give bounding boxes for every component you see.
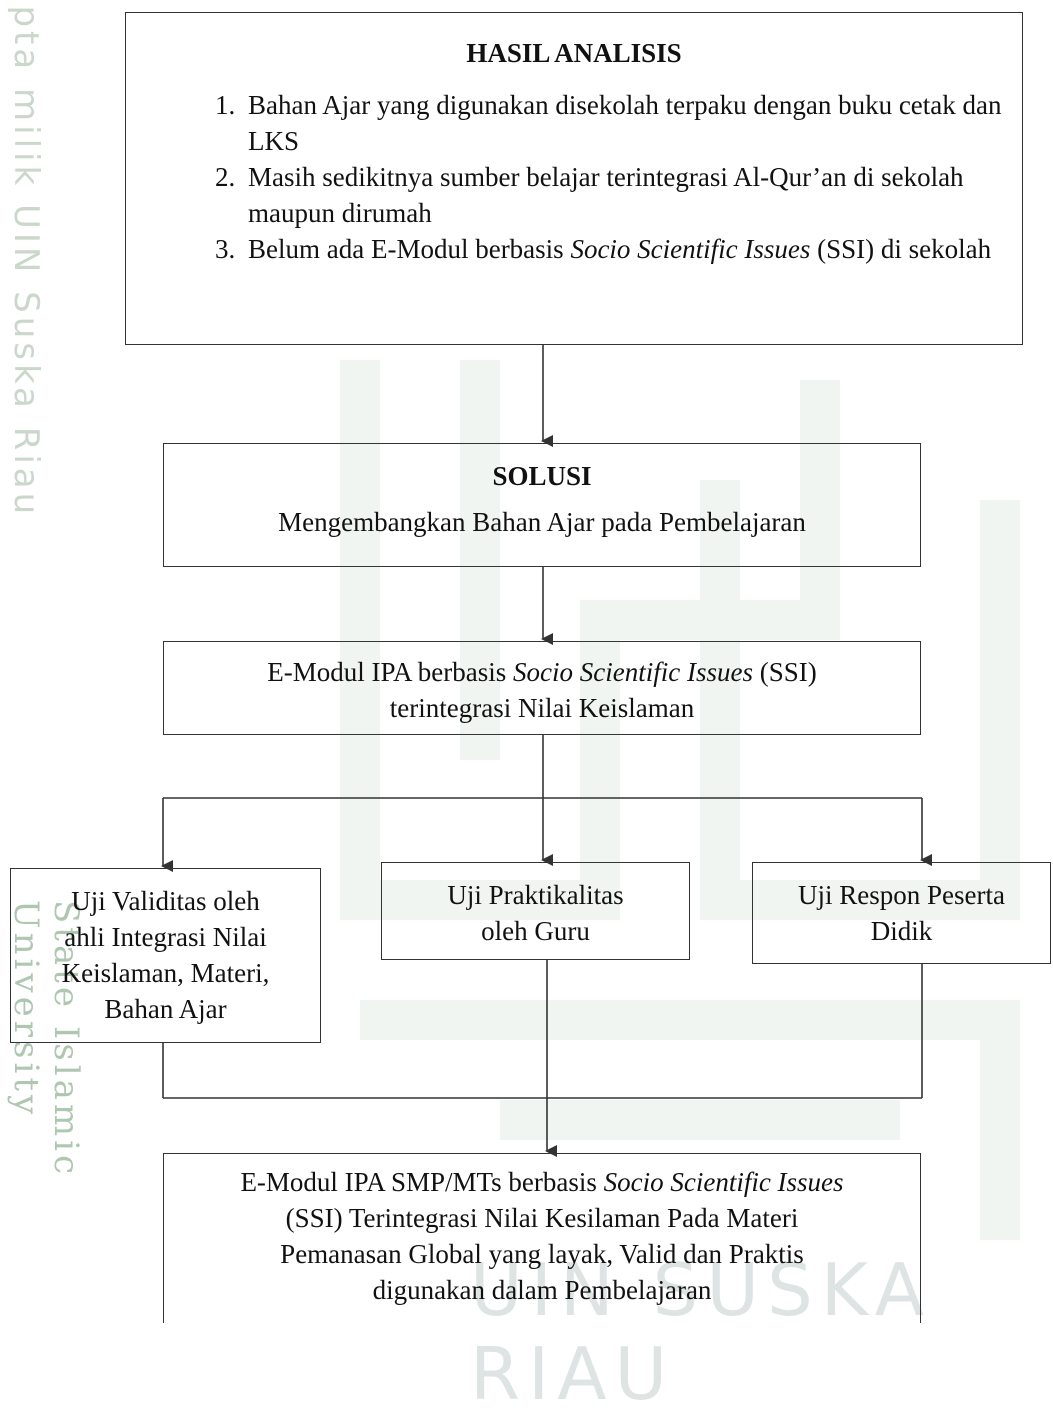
final-line-4: digunakan dalam Pembelajaran bbox=[372, 1275, 712, 1305]
solusi-text: Mengembangkan Bahan Ajar pada Pembelajar… bbox=[278, 507, 806, 537]
watermark-logo bbox=[340, 360, 1020, 1240]
emodul-line-2: terintegrasi Nilai Keislaman bbox=[389, 693, 695, 723]
solusi-title: SOLUSI bbox=[492, 461, 592, 491]
hasil-analisis-list: Bahan Ajar yang digunakan disekolah terp… bbox=[126, 87, 1022, 267]
emodul-line-1: E-Modul IPA berbasis Socio Scientific Is… bbox=[267, 657, 817, 687]
uji-praktikalitas-box: Uji Praktikalitas oleh Guru bbox=[381, 862, 690, 960]
side-watermark-top: ipta milik UIN Suska Riau bbox=[6, 0, 46, 519]
solusi-box: SOLUSI Mengembangkan Bahan Ajar pada Pem… bbox=[163, 443, 921, 567]
final-line-3: Pemanasan Global yang layak, Valid dan P… bbox=[280, 1239, 804, 1269]
side-watermark-bottom: State Islamic University bbox=[6, 900, 86, 1178]
uji-respon-box: Uji Respon Peserta Didik bbox=[752, 862, 1051, 964]
final-line-1: E-Modul IPA SMP/MTs berbasis Socio Scien… bbox=[240, 1167, 844, 1197]
uji-validitas-box: Uji Validitas oleh ahli Integrasi Nilai … bbox=[10, 868, 321, 1043]
hasil-analisis-item-3: Belum ada E-Modul berbasis Socio Scienti… bbox=[242, 231, 1022, 267]
hasil-analisis-item-2: Masih sedikitnya sumber belajar terinteg… bbox=[242, 159, 1022, 231]
hasil-analisis-box: HASIL ANALISIS Bahan Ajar yang digunakan… bbox=[125, 12, 1023, 345]
emodul-box: E-Modul IPA berbasis Socio Scientific Is… bbox=[163, 641, 921, 735]
final-line-2: (SSI) Terintegrasi Nilai Kesilaman Pada … bbox=[285, 1203, 799, 1233]
connector-lines bbox=[161, 345, 932, 1157]
hasil-analisis-item-1: Bahan Ajar yang digunakan disekolah terp… bbox=[242, 87, 1022, 159]
final-output-box: E-Modul IPA SMP/MTs berbasis Socio Scien… bbox=[163, 1153, 921, 1323]
hasil-analisis-title: HASIL ANALISIS bbox=[466, 38, 682, 68]
side-watermark: ipta milik UIN Suska Riau State Islamic … bbox=[6, 0, 86, 1314]
